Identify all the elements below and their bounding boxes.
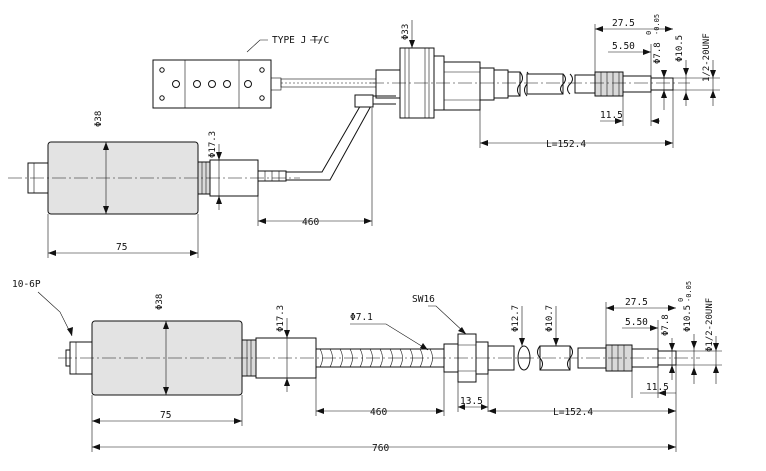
dim-d38-top: Φ38 <box>94 111 104 127</box>
dim-d33-top: Φ33 <box>401 24 411 40</box>
thread-bottom: Φ1/2-20UNF <box>705 298 715 352</box>
flex-tube-top <box>257 94 396 182</box>
tol-upper-top: 0 <box>645 31 653 35</box>
dim-27-5-bottom: 27.5 <box>625 297 648 308</box>
dim-5-50-top: 5.50 <box>612 41 635 52</box>
dim-L-top: L=152.4 <box>546 139 586 150</box>
dim-460-bottom: 460 <box>370 407 387 418</box>
dim-d7-8-bottom: Φ7.8 <box>661 314 671 336</box>
probe-tip-top <box>574 71 674 97</box>
connector-label-top: TYPE J T/C <box>272 35 329 46</box>
tol-lower-bottom: -0.05 <box>685 281 693 302</box>
dim-d10-5-top: Φ10.5 <box>675 35 685 62</box>
bottom-assembly: 10-6P <box>12 279 722 454</box>
dim-sw16-bottom: SW16 <box>412 294 435 305</box>
dim-L-bottom: L=152.4 <box>553 407 593 418</box>
dim-75-bottom: 75 <box>160 410 171 421</box>
thermocouple-connector <box>152 59 282 109</box>
dim-760-bottom: 760 <box>372 443 389 454</box>
thermocouple-cable <box>280 78 377 88</box>
dim-5-50-bottom: 5.50 <box>625 317 648 328</box>
tol-upper-bottom: 0 <box>677 298 685 302</box>
dim-11-5-bottom: 11.5 <box>646 382 669 393</box>
dim-d7-1-bottom: Φ7.1 <box>350 312 373 323</box>
dim-d17-3-top: Φ17.3 <box>208 131 218 158</box>
dim-d17-3-bottom: Φ17.3 <box>276 305 286 332</box>
dim-d10-7-bottom: Φ10.7 <box>545 305 555 332</box>
tol-lower-top: -0.05 <box>653 14 661 35</box>
dim-d7-8-top: Φ7.8 <box>653 42 663 64</box>
connector-label-bottom: 10-6P <box>12 279 41 290</box>
dim-d38-bottom: Φ38 <box>155 294 165 310</box>
thread-top: 1/2-20UNF <box>702 33 712 82</box>
dim-75-top: 75 <box>116 242 127 253</box>
dim-460-top: 460 <box>302 217 319 228</box>
dim-d12-7-bottom: Φ12.7 <box>511 305 521 332</box>
dim-27-5-top: 27.5 <box>612 18 635 29</box>
dim-11-5-top: 11.5 <box>600 110 623 121</box>
dim-13-5-bottom: 13.5 <box>460 396 483 407</box>
dim-d10-5-bottom: Φ10.5 <box>683 305 693 332</box>
top-assembly: TYPE J T/C <box>8 14 720 258</box>
sensor-body-bottom <box>91 320 317 396</box>
